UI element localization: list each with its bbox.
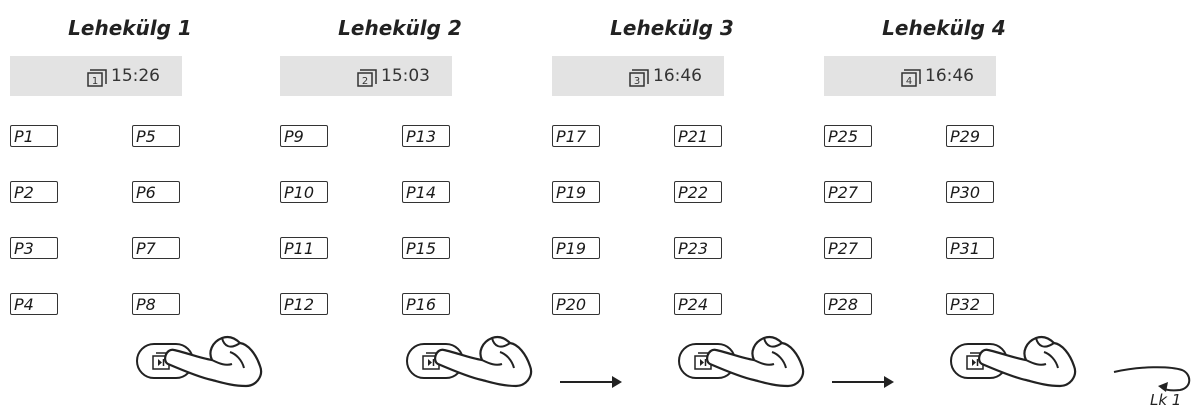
program-label: P14 [402, 181, 450, 203]
program-label: P32 [946, 293, 994, 315]
pressing-hand-icon [164, 335, 263, 388]
program-label: P5 [132, 125, 180, 147]
program-label: P7 [132, 237, 180, 259]
status-bar: 2 15:03 [280, 56, 452, 96]
pressing-hand-icon [434, 335, 533, 388]
program-label: P3 [10, 237, 58, 259]
program-label: P28 [824, 293, 872, 315]
page-icon: 1 [87, 69, 107, 87]
right-arrow-icon [832, 376, 894, 388]
program-label: P23 [674, 237, 722, 259]
program-label: P20 [552, 293, 600, 315]
page-icon-number: 1 [92, 76, 98, 87]
program-label: P27 [824, 237, 872, 259]
pressing-hand-icon [978, 335, 1077, 388]
status-time: 16:46 [925, 66, 974, 86]
right-arrow-icon [560, 376, 622, 388]
loop-label: Lk 1 [1150, 391, 1182, 409]
program-label: P21 [674, 125, 722, 147]
page-icon-number: 3 [634, 76, 640, 87]
status-time: 15:03 [381, 66, 430, 86]
program-label: P29 [946, 125, 994, 147]
program-label: P13 [402, 125, 450, 147]
program-label: P15 [402, 237, 450, 259]
panel-title: Lehekülg 4 [882, 16, 1006, 40]
page-panel-2: Lehekülg 2 2 15:03 P9 P10 P11 P12 P13 P1… [280, 0, 540, 412]
panel-title: Lehekülg 2 [338, 16, 462, 40]
program-label: P10 [280, 181, 328, 203]
program-label: P16 [402, 293, 450, 315]
pressing-hand-icon [706, 335, 805, 388]
status-time: 16:46 [653, 66, 702, 86]
page-icon-number: 4 [906, 76, 912, 87]
page-icon: 2 [357, 69, 377, 87]
program-label: P4 [10, 293, 58, 315]
program-label: P19 [552, 237, 600, 259]
page-panel-4: Lehekülg 4 4 16:46 P25 P27 P27 P28 P29 P… [824, 0, 1084, 412]
program-label: P24 [674, 293, 722, 315]
page-panel-3: Lehekülg 3 3 16:46 P17 P19 P19 P20 P21 P… [552, 0, 812, 412]
program-label: P17 [552, 125, 600, 147]
program-label: P2 [10, 181, 58, 203]
panel-title: Lehekülg 3 [610, 16, 734, 40]
program-label: P22 [674, 181, 722, 203]
program-label: P31 [946, 237, 994, 259]
program-label: P11 [280, 237, 328, 259]
program-label: P6 [132, 181, 180, 203]
program-label: P27 [824, 181, 872, 203]
program-label: P30 [946, 181, 994, 203]
program-label: P19 [552, 181, 600, 203]
program-label: P12 [280, 293, 328, 315]
page-panel-1: Lehekülg 1 1 15:26 P1 P2 P3 P4 P5 P6 P7 … [10, 0, 270, 412]
loop-back-arrow-icon [1113, 366, 1191, 392]
status-bar: 1 15:26 [10, 56, 182, 96]
page-icon-number: 2 [362, 76, 368, 87]
program-label: P1 [10, 125, 58, 147]
panel-title: Lehekülg 1 [68, 16, 192, 40]
program-label: P25 [824, 125, 872, 147]
program-label: P9 [280, 125, 328, 147]
status-bar: 4 16:46 [824, 56, 996, 96]
program-label: P8 [132, 293, 180, 315]
page-icon: 3 [629, 69, 649, 87]
page-icon: 4 [901, 69, 921, 87]
status-time: 15:26 [111, 66, 160, 86]
status-bar: 3 16:46 [552, 56, 724, 96]
